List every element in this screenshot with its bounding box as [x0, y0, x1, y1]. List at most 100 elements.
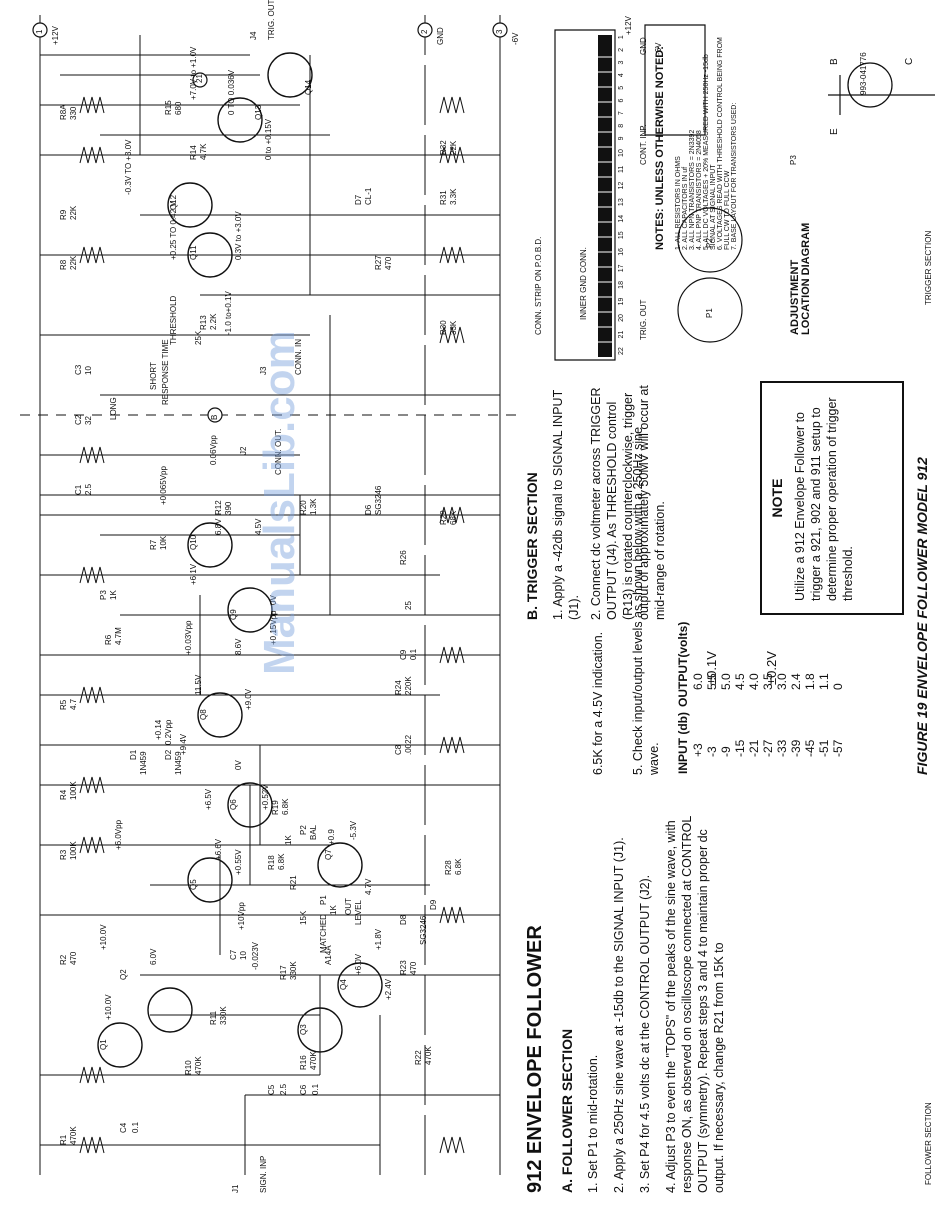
- trigger-steps: 1. Apply a -42db signal to SIGNAL INPUT …: [550, 370, 668, 620]
- label-matched: MATCHED: [319, 914, 328, 953]
- table-cell: 1.8: [803, 673, 817, 690]
- label-r21: R21: [289, 875, 298, 890]
- label-c8-value: .0022: [404, 734, 413, 755]
- tolerance-1: ±0.1V: [704, 651, 719, 685]
- label-r8: R8: [59, 259, 68, 270]
- follower-steps: 1. Set P1 to mid-rotation. 2. Apply a 25…: [585, 793, 737, 1193]
- label-c5: C5: [267, 1084, 276, 1095]
- label-q8-v2: +9.0V: [244, 688, 253, 710]
- label-node-b: B: [210, 414, 219, 420]
- label-r10: R10: [184, 1060, 193, 1075]
- label-long: LONG: [109, 397, 118, 420]
- label-q10-voltage: 6.8V: [214, 518, 223, 535]
- label-q4-v2: +6.0V: [354, 953, 363, 975]
- label-c1-value: 2.5: [84, 483, 93, 495]
- connector-pin: 9: [618, 136, 625, 141]
- notes-heading: NOTES: UNLESS OTHERWISE NOTED:: [654, 46, 666, 250]
- note-box: NOTE Utilize a 912 Envelope Follower to …: [760, 381, 904, 615]
- connector-pin: 18: [618, 281, 625, 289]
- label-r12-value: 390: [224, 501, 233, 515]
- table-row: +3 6.0: [691, 618, 705, 775]
- tolerance-2: ±0.2V: [764, 651, 779, 685]
- label-r16-value: 470K: [309, 1051, 318, 1070]
- label-q7-v2: -5.3V: [349, 820, 358, 840]
- label-d8: D8: [399, 914, 408, 925]
- label-p1-value: 1K: [329, 905, 338, 915]
- doc-number: 993-041776: [859, 52, 868, 95]
- label-r4: R4: [59, 789, 68, 800]
- label-c3: C3: [74, 364, 83, 375]
- connector-pin-numbers: 22 21 20 19 18 17 16 15 14 13 12 11 10 9…: [618, 35, 625, 355]
- label-c7-ac: +10Vpp: [237, 902, 246, 930]
- label-sign-inp: SIGN. INP: [259, 1155, 268, 1193]
- connector-label-cont-inp: CONT. INP.: [639, 124, 648, 165]
- label-r22: R22: [414, 1050, 423, 1065]
- label-r9-value: 22K: [69, 205, 78, 220]
- label-q8-voltage: 11.5V: [194, 674, 203, 695]
- label-r5: R5: [59, 699, 68, 710]
- connector-pin: 16: [618, 247, 625, 256]
- note-title: NOTE: [769, 478, 785, 518]
- label-p3: P3: [99, 590, 108, 600]
- table-header: OUTPUT(volts): [676, 621, 690, 707]
- label-c9-value: 0.1: [409, 648, 418, 660]
- label-q12: Q12: [169, 194, 178, 210]
- figure-caption: FIGURE 19 ENVELOPE FOLLOWER MODEL 912: [914, 457, 930, 775]
- connector-pin: 15: [618, 231, 625, 240]
- table-cell: -45: [803, 739, 817, 757]
- label-r28: R28: [444, 860, 453, 875]
- label-r18: R18: [267, 855, 276, 870]
- table-cell: 6.0: [691, 673, 705, 690]
- label-q6-voltage: 0V: [234, 760, 243, 770]
- label-r4-value: 100K: [69, 781, 78, 800]
- label-r19: R19: [271, 800, 280, 815]
- connector-pin: 1: [618, 35, 625, 40]
- label-q7-voltage: +0.9: [327, 829, 336, 845]
- label-d2: D2: [164, 749, 173, 760]
- pin-e-label: E: [829, 128, 840, 135]
- label-r27: R27: [374, 255, 383, 270]
- connector-pin: 17: [618, 264, 625, 273]
- trigger-step: 2. Connect dc voltmeter across TRIGGER O…: [589, 385, 667, 620]
- label-c7-dc: -0.023V: [251, 941, 260, 970]
- table-cell: -15: [733, 739, 747, 757]
- label-q10-v3: +0.065Vpp: [159, 466, 168, 505]
- label-q7-v3: 4.7V: [364, 878, 373, 895]
- follower-step: 1. Set P1 to mid-rotation.: [586, 1054, 600, 1193]
- label-q9-v5: +0.03Vpp: [184, 620, 193, 655]
- label-short: SHORT: [149, 362, 158, 390]
- table-cell: 4.0: [747, 673, 761, 690]
- label-c4-value: 0.1: [131, 1121, 140, 1133]
- label-r8-value: 22K: [69, 255, 78, 270]
- pin-c-label: C: [904, 57, 915, 65]
- note-item: 3. ALL NPN TRANSISTORS = 2N3392: [689, 129, 696, 250]
- label-out: OUT: [344, 898, 353, 915]
- label-p2-value: 1K: [284, 835, 293, 845]
- table-cell: 2.4: [789, 673, 803, 690]
- label-d8-value: SG3246: [419, 915, 428, 945]
- connector-label-plus12v: +12V: [624, 16, 633, 35]
- connector-subtitle: INNER GND CONN.: [579, 247, 588, 320]
- table-cell: -33: [775, 739, 789, 757]
- connector-pin: 14: [618, 214, 625, 223]
- label-c5-value: 2.5: [279, 1083, 288, 1095]
- label-r2-value: 470: [69, 951, 78, 965]
- label-q6-v2: +0.52V: [261, 784, 270, 810]
- connector-pin: 10: [618, 149, 625, 157]
- note-item: 4. ALL PNP TRANSISTORS = 2N4058: [696, 130, 703, 250]
- connector-pin: 5: [618, 85, 625, 90]
- rail-3-label: -6V: [511, 32, 520, 45]
- table-cell: +3: [691, 743, 705, 757]
- label-r17: R17: [279, 965, 288, 980]
- label-r25: 25: [404, 601, 413, 610]
- label-r11: R11: [209, 1010, 218, 1025]
- label-q12-voltage: -0.3V TO +3.0V: [124, 139, 133, 195]
- connector-pin: 12: [618, 181, 625, 190]
- label-r23-value: 470: [409, 961, 418, 975]
- label-r8a-value: 330: [69, 106, 78, 120]
- note-item: 6. VOLTAGES READ WITH THRESHOLD CONTROL …: [717, 37, 731, 250]
- connector-pin: 20: [618, 314, 625, 322]
- rail-1-number: 1: [35, 29, 44, 34]
